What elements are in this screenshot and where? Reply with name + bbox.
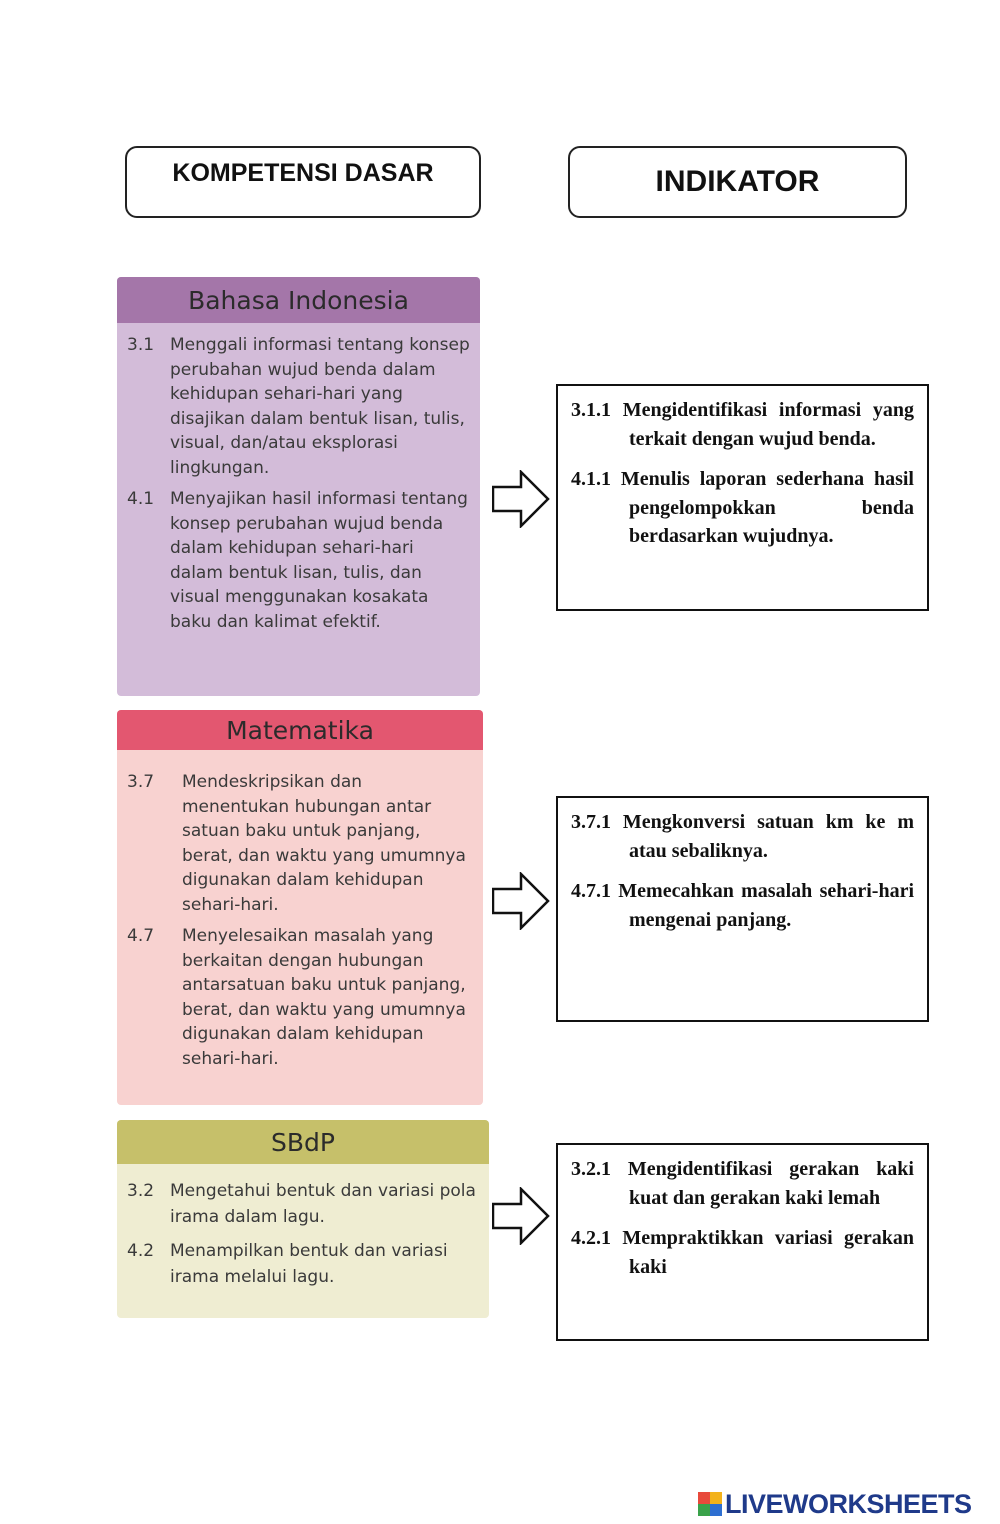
kd-item: 3.1 Menggali informasi tentang konsep pe… bbox=[127, 333, 470, 480]
indikator-header: INDIKATOR bbox=[568, 146, 907, 218]
kd-item: 3.2 Mengetahui bentuk dan variasi pola i… bbox=[127, 1178, 479, 1230]
kd-item: 4.1 Menyajikan hasil informasi tentang k… bbox=[127, 487, 470, 634]
subject-card-bahasa-indonesia: Bahasa Indonesia 3.1 Menggali informasi … bbox=[117, 277, 480, 696]
kd-item: 3.7 Mendeskripsikan dan menentukan hubun… bbox=[127, 770, 473, 917]
right-outline-arrow-icon bbox=[492, 872, 550, 930]
indikator-item: 4.1.1 Menulis laporan sederhana hasil pe… bbox=[571, 468, 914, 547]
kd-text: Mendeskripsikan dan menentukan hubungan … bbox=[182, 772, 466, 915]
kd-text: Mengetahui bentuk dan variasi pola irama… bbox=[170, 1181, 476, 1227]
kd-number: 3.1 bbox=[127, 335, 155, 355]
kd-number: 4.1 bbox=[127, 489, 155, 509]
kd-number: 3.7 bbox=[127, 772, 155, 792]
liveworksheets-logo-icon bbox=[698, 1492, 722, 1516]
indikator-item: 3.2.1 Mengidentifikasi gerakan kaki kuat… bbox=[571, 1158, 914, 1209]
kd-text: Menampilkan bentuk dan variasi irama mel… bbox=[170, 1241, 448, 1287]
indikator-box-bahasa-indonesia: 3.1.1 Mengidentifikasi informasi yang te… bbox=[556, 384, 929, 611]
kd-number: 3.2 bbox=[127, 1181, 155, 1201]
kd-item: 4.7 Menyelesaikan masalah yang berkaitan… bbox=[127, 924, 473, 1071]
indikator-header-label: INDIKATOR bbox=[655, 165, 820, 198]
indikator-box-matematika: 3.7.1 Mengkonversi satuan km ke m atau s… bbox=[556, 796, 929, 1022]
kd-text: Menyelesaikan masalah yang berkaitan den… bbox=[182, 926, 466, 1069]
kompetensi-dasar-header-label: KOMPETENSI DASAR bbox=[172, 158, 434, 187]
subject-title: Matematika bbox=[117, 710, 483, 750]
indikator-item: 3.7.1 Mengkonversi satuan km ke m atau s… bbox=[571, 811, 914, 862]
subject-card-sbdp: SBdP 3.2 Mengetahui bentuk dan variasi p… bbox=[117, 1120, 489, 1318]
liveworksheets-logo[interactable]: LIVEWORKSHEETS bbox=[698, 1488, 972, 1520]
indikator-box-sbdp: 3.2.1 Mengidentifikasi gerakan kaki kuat… bbox=[556, 1143, 929, 1341]
indikator-item: 3.1.1 Mengidentifikasi informasi yang te… bbox=[571, 399, 914, 450]
right-outline-arrow-icon bbox=[492, 470, 550, 528]
kd-number: 4.7 bbox=[127, 926, 155, 946]
kd-number: 4.2 bbox=[127, 1241, 155, 1261]
subject-card-matematika: Matematika 3.7 Mendeskripsikan dan menen… bbox=[117, 710, 483, 1105]
right-outline-arrow-icon bbox=[492, 1187, 550, 1245]
indikator-item: 4.2.1 Mempraktikkan variasi gerakan kaki bbox=[571, 1227, 914, 1278]
kd-item: 4.2 Menampilkan bentuk dan variasi irama… bbox=[127, 1238, 479, 1290]
kd-text: Menyajikan hasil informasi tentang konse… bbox=[170, 489, 468, 632]
indikator-item: 4.7.1 Memecahkan masalah sehari-hari men… bbox=[571, 880, 914, 931]
subject-title: SBdP bbox=[117, 1120, 489, 1164]
subject-title: Bahasa Indonesia bbox=[117, 277, 480, 323]
liveworksheets-logo-text: LIVEWORKSHEETS bbox=[725, 1488, 972, 1519]
kd-text: Menggali informasi tentang konsep peruba… bbox=[170, 335, 470, 478]
kompetensi-dasar-header: KOMPETENSI DASAR bbox=[125, 146, 481, 218]
